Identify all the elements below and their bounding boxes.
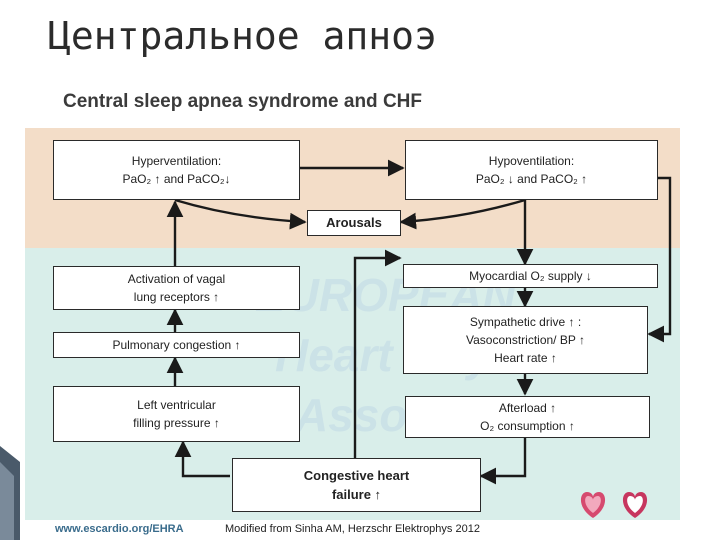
arrow-chf-to-lv: [174, 440, 230, 478]
chf-line1: Congestive heart: [303, 467, 410, 483]
footer-reference: Modified from Sinha AM, Herzschr Elektro…: [225, 523, 480, 535]
pulmonary-label: Pulmonary congestion ↑: [112, 338, 241, 352]
box-arousals: Arousals: [307, 210, 401, 236]
sympathetic-line2: Vasoconstriction/ BP ↑: [466, 333, 585, 347]
hyperventilation-label: Hyperventilation:: [131, 154, 222, 168]
arrow-hypo-to-sympathetic: [647, 176, 672, 343]
ehra-heart-logo: [580, 492, 606, 518]
afterload-line1: Afterload ↑: [498, 401, 557, 415]
arrow-afterload-to-chf: [479, 438, 527, 485]
box-vagal-receptors: Activation of vagal lung receptors ↑: [53, 266, 300, 310]
esc-heart-logo: [622, 492, 648, 518]
chf-line2: failure ↑: [331, 487, 382, 502]
arrow-hyper-to-arousals: [174, 198, 307, 230]
hypoventilation-values: PaO₂ ↓ and PaCO₂ ↑: [475, 172, 588, 186]
box-congestive-heart-failure: Congestive heart failure ↑: [232, 458, 481, 512]
vagal-line1: Activation of vagal: [127, 272, 226, 286]
box-afterload: Afterload ↑ O₂ consumption ↑: [405, 396, 650, 438]
society-logos: [580, 492, 648, 518]
lv-line2: filling pressure ↑: [133, 416, 220, 430]
arrow-chf-to-myocardial: [353, 249, 402, 458]
arrow-hypo-to-arousals: [399, 198, 526, 230]
hypoventilation-label: Hypoventilation:: [488, 154, 575, 168]
slide-title: Центральное апноэ: [48, 14, 437, 58]
diagram-figure: EUROPEAN Heart Rhythm Association Centra…: [25, 78, 680, 540]
slide-corner-decoration: [0, 446, 20, 540]
myocardial-label: Myocardial O₂ supply ↓: [469, 269, 592, 283]
hyperventilation-values: PaO₂ ↑ and PaCO₂↓: [122, 172, 231, 186]
flow-arrows: [166, 159, 672, 485]
figure-header-band: [25, 78, 680, 128]
box-hypoventilation: Hypoventilation: PaO₂ ↓ and PaCO₂ ↑: [405, 140, 658, 200]
box-hyperventilation: Hyperventilation: PaO₂ ↑ and PaCO₂↓: [53, 140, 300, 200]
figure-footer-band: [25, 520, 680, 540]
arousals-label: Arousals: [326, 215, 382, 231]
sympathetic-line1: Sympathetic drive ↑ :: [469, 315, 582, 329]
figure-title: Central sleep apnea syndrome and CHF: [63, 91, 422, 112]
box-lv-filling-pressure: Left ventricular filling pressure ↑: [53, 386, 300, 442]
box-pulmonary-congestion: Pulmonary congestion ↑: [53, 332, 300, 358]
footer-url[interactable]: www.escardio.org/EHRA: [55, 523, 184, 535]
box-sympathetic-drive: Sympathetic drive ↑ : Vasoconstriction/ …: [403, 306, 648, 374]
vagal-line2: lung receptors ↑: [133, 290, 220, 304]
afterload-line2: O₂ consumption ↑: [480, 419, 575, 433]
sympathetic-line3: Heart rate ↑: [494, 351, 557, 365]
lv-line1: Left ventricular: [137, 398, 216, 412]
box-myocardial-supply: Myocardial O₂ supply ↓: [403, 264, 658, 288]
